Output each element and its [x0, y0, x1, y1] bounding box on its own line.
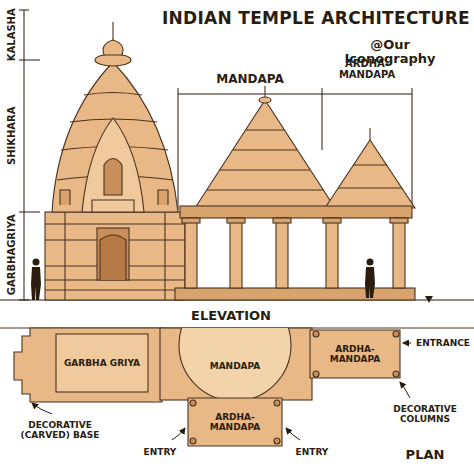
watermark: @Our Iconography [323, 38, 458, 68]
human-figure [31, 259, 375, 301]
part-name: KALASHA [5, 8, 17, 61]
room-name: ARDHA- MANDAPA [196, 412, 274, 433]
temple-plan [0, 289, 474, 446]
plan-room: GARBHA GRIYA [60, 356, 144, 370]
callout-text: ENTRANCE [416, 338, 470, 348]
height-dimension [19, 10, 40, 300]
callout-text: ENTRY [296, 447, 329, 457]
callout-text: DECORATIVE (CARVED) BASE [10, 420, 110, 441]
plan-room: ARDHA- MANDAPA [193, 410, 277, 435]
room-name: MANDAPA [210, 361, 261, 371]
plan-room: MANDAPA [193, 359, 277, 373]
shikhara-tower [45, 22, 185, 300]
title: INDIAN TEMPLE ARCHITECTURE [162, 8, 470, 28]
part-name: ARDHA- MANDAPA [337, 58, 397, 81]
part-name: MANDAPA [216, 73, 284, 87]
view-name: PLAN [406, 448, 445, 463]
level-mark [425, 296, 433, 303]
room-name: ARDHA- MANDAPA [318, 344, 392, 365]
view-name: ELEVATION [185, 309, 277, 324]
part-name: GARBHAGRIYA [5, 214, 17, 295]
callout-text: DECORATIVE COLUMNS [380, 404, 470, 425]
part-name: SHIKHARA [5, 106, 17, 165]
callout-text: ENTRY [144, 447, 177, 457]
mandapa-hall [175, 86, 415, 300]
room-name: GARBHA GRIYA [64, 358, 140, 368]
plan-room: ARDHA- MANDAPA [315, 342, 395, 367]
